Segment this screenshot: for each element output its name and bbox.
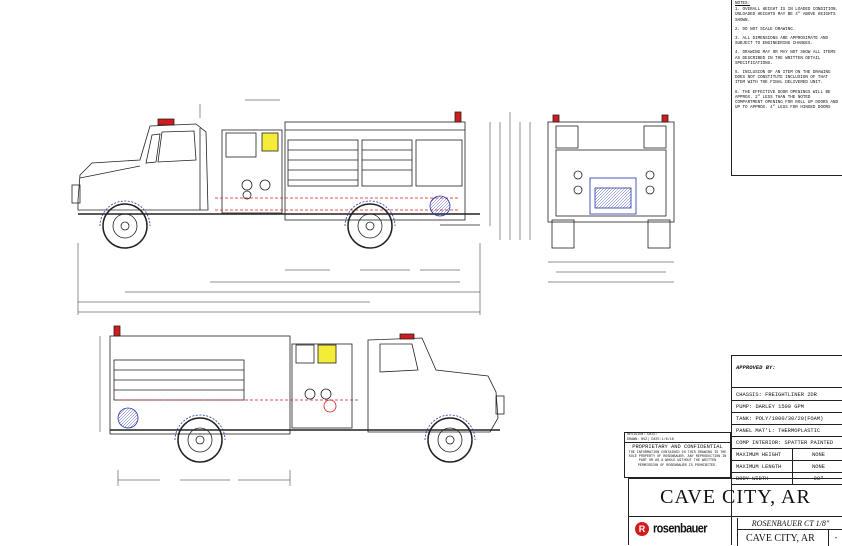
rear-view <box>547 114 675 283</box>
cab-outline-2 <box>367 337 499 433</box>
dim-label: MAXIMUM HEIGHT <box>736 452 782 458</box>
customer-title: CAVE CITY, AR <box>628 478 842 516</box>
rear-wheel-2 <box>177 417 223 463</box>
proprietary-heading: PROPRIETARY AND CONFIDENTIAL <box>632 444 723 450</box>
spec-pump: PUMP: DARLEY 1500 GPM <box>732 401 842 413</box>
spec-value: THERMOPLASTIC <box>778 427 821 434</box>
rosenbauer-logo-icon: R <box>635 522 649 536</box>
body-compartments-2 <box>109 335 291 435</box>
yellow-block-2 <box>317 344 337 364</box>
front-wheel <box>102 203 148 249</box>
spec-value: DARLEY 1500 GPM <box>755 403 804 410</box>
dim-max-height: MAXIMUM HEIGHT NONE <box>732 449 842 461</box>
customer-row: CAVE CITY, AR - <box>737 530 842 546</box>
title-block: APPROVED BY: CHASSIS: FREIGHTLINER 2DR P… <box>731 355 842 545</box>
proprietary-box: PROPRIETARY AND CONFIDENTIAL THE INFORMA… <box>624 443 731 478</box>
drawn-line: DRAWN: BVZ| DATE:1/6/16 <box>627 438 674 442</box>
side-view-left <box>71 111 480 249</box>
dim-label: BODY WIDTH <box>736 476 769 482</box>
brand-name: rosenbauer <box>653 521 708 537</box>
spec-value: SPATTER PAINTED <box>784 439 834 446</box>
spec-label: PUMP: <box>736 403 753 410</box>
side-view-right <box>109 325 505 463</box>
body-compartments <box>284 121 466 221</box>
note-4: 4. DRAWING MAY OR MAY NOT SHOW ALL ITEMS… <box>735 51 836 66</box>
customer-small: CAVE CITY, AR <box>746 533 815 544</box>
cab-window <box>157 130 197 163</box>
sheet-number: - <box>828 530 842 546</box>
pump-panel-2 <box>291 343 353 429</box>
spec-chassis: CHASSIS: FREIGHTLINER 2DR <box>732 389 842 401</box>
spec-value: POLY/1000/30/20(FOAM) <box>755 415 824 422</box>
pump-panel <box>221 129 283 214</box>
note-6: 6. THE EFFECTIVE DOOR OPENINGS WILL BE A… <box>735 90 839 111</box>
model-scale: ROSENBAUER CT 1/8" <box>737 518 842 530</box>
approved-by: APPROVED BY: <box>732 356 842 388</box>
title-bottom-row: R rosenbauer ROSENBAUER CT 1/8" CAVE CIT… <box>628 516 842 546</box>
revision-box: REVISION: DATE: DRAWN: BVZ| DATE:1/6/16 <box>624 432 731 443</box>
front-wheel-2 <box>427 417 473 463</box>
spec-panel: PANEL MAT'L: THERMOPLASTIC <box>732 425 842 437</box>
dim-value: NONE <box>792 449 842 461</box>
note-2: 2. DO NOT SCALE DRAWING. <box>735 27 796 32</box>
dimension-lines-top <box>77 99 531 315</box>
spec-comp-interior: COMP INTERIOR: SPATTER PAINTED <box>732 437 842 449</box>
spec-label: COMP INTERIOR: <box>736 439 782 446</box>
notes-header: NOTES: <box>735 2 751 6</box>
dim-value: 98" <box>792 473 842 485</box>
note-1: 1. OVERALL HEIGHT IS IN LOADED CONDITION… <box>735 8 839 23</box>
notes-panel: NOTES: 1. OVERALL HEIGHT IS IN LOADED CO… <box>731 0 842 176</box>
spec-label: CHASSIS: <box>736 391 762 398</box>
spec-label: TANK: <box>736 415 753 422</box>
note-3: 3. ALL DIMENSIONS ARE APPROXIMATE AND SU… <box>735 37 828 47</box>
spec-label: PANEL MAT'L: <box>736 427 775 434</box>
dim-max-length: MAXIMUM LENGTH NONE <box>732 461 842 473</box>
proprietary-text: THE INFORMATION CONTAINED IN THIS DRAWIN… <box>628 451 727 468</box>
dimension-lines-bottom <box>99 336 291 486</box>
dim-body-width: BODY WIDTH 98" <box>732 473 842 485</box>
spec-tank: TANK: POLY/1000/30/20(FOAM) <box>732 413 842 425</box>
dim-value: NONE <box>792 461 842 473</box>
revision-line: REVISION: DATE: <box>627 433 658 437</box>
note-5: 5. INCLUSION OF AN ITEM ON THE DRAWING D… <box>735 71 831 86</box>
yellow-block-1 <box>261 132 279 152</box>
rear-wheel <box>347 203 393 249</box>
spec-value: FREIGHTLINER 2DR <box>765 391 817 398</box>
dim-label: MAXIMUM LENGTH <box>736 464 782 470</box>
cab-outline <box>77 123 209 211</box>
